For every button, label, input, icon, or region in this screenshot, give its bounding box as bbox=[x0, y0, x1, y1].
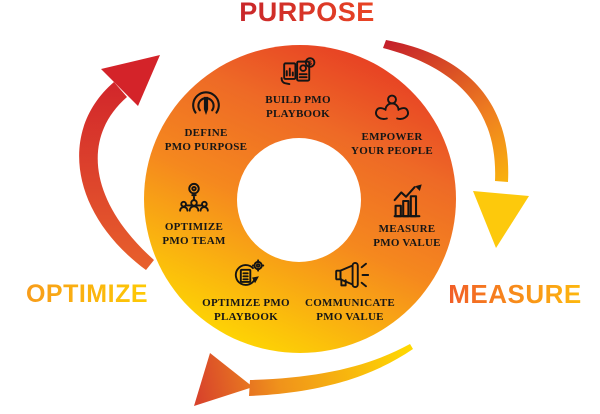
svg-text:$: $ bbox=[308, 60, 312, 67]
segment-label-line2: PMO VALUE bbox=[316, 310, 384, 323]
arrow-bottom-head bbox=[194, 353, 253, 406]
title-optimize: OPTIMIZE bbox=[0, 280, 174, 309]
title-measure: MEASURE bbox=[430, 279, 600, 310]
process-cycle-icon bbox=[227, 256, 265, 294]
segment-label-line2: PLAYBOOK bbox=[266, 107, 330, 120]
segment-label-line1: OPTIMIZE bbox=[164, 221, 224, 233]
arrow-left-head bbox=[101, 55, 160, 106]
segment-empower-your-people: EMPOWER YOUR PEOPLE bbox=[330, 90, 454, 158]
segment-communicate-pmo-value: COMMUNICATE PMO VALUE bbox=[288, 256, 412, 324]
segment-optimize-pmo-playbook: OPTIMIZE PMO PLAYBOOK bbox=[184, 256, 308, 324]
segment-label-line1: DEFINE bbox=[184, 127, 228, 139]
title-purpose: PURPOSE bbox=[212, 0, 402, 28]
segment-label-line1: EMPOWER bbox=[361, 131, 423, 143]
segment-label-line2: PMO PURPOSE bbox=[164, 140, 248, 153]
segment-measure-pmo-value: MEASURE PMO VALUE bbox=[345, 182, 469, 250]
hands-person-icon bbox=[373, 90, 411, 128]
segment-label-line1: MEASURE bbox=[378, 223, 436, 235]
growth-chart-icon bbox=[388, 182, 426, 220]
megaphone-icon bbox=[331, 256, 370, 294]
playbook-book-icon: $ bbox=[279, 53, 317, 91]
team-idea-icon bbox=[175, 180, 213, 218]
arrow-right-body bbox=[383, 40, 509, 182]
segment-optimize-pmo-team: OPTIMIZE PMO TEAM bbox=[132, 180, 256, 248]
arrow-left-body bbox=[79, 82, 154, 270]
arrow-right-head bbox=[473, 191, 529, 248]
segment-label-line1: BUILD PMO bbox=[265, 94, 331, 106]
segment-label-line2: PMO TEAM bbox=[162, 234, 226, 247]
cycle-ring-hole bbox=[237, 138, 361, 262]
segment-label-line2: PLAYBOOK bbox=[214, 310, 278, 323]
segment-label-line1: OPTIMIZE PMO bbox=[202, 297, 290, 309]
target-pencil-icon bbox=[187, 86, 225, 124]
arrow-bottom-body bbox=[249, 344, 413, 396]
segment-build-pmo-playbook: $ BUILD PMO PLAYBOOK bbox=[236, 53, 360, 121]
segment-label-line2: PMO VALUE bbox=[373, 236, 441, 249]
segment-label-line2: YOUR PEOPLE bbox=[351, 144, 433, 157]
segment-define-pmo-purpose: DEFINE PMO PURPOSE bbox=[144, 86, 268, 154]
segment-label-line1: COMMUNICATE bbox=[305, 297, 395, 309]
